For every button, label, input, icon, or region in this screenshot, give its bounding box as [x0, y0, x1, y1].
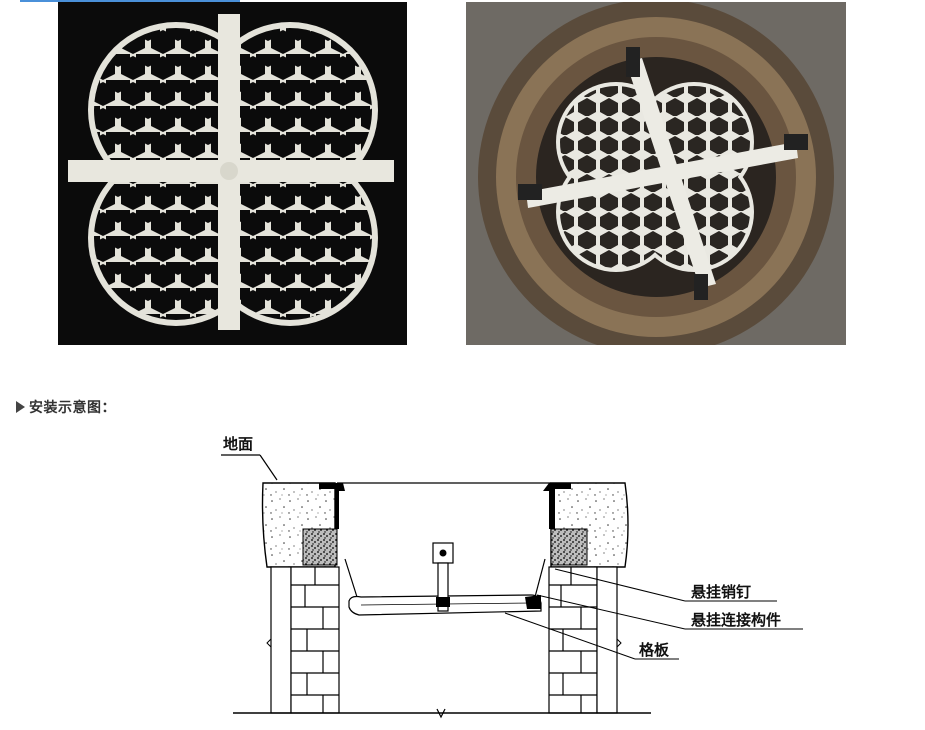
installation-diagram: 地面 — [215, 425, 815, 725]
label-hanger-pin: 悬挂销钉 — [691, 583, 751, 601]
label-ground: 地面 — [223, 435, 253, 453]
grid-plate-photo — [58, 2, 407, 345]
hex-grid-plate-icon — [58, 2, 407, 345]
right-concrete-slab — [543, 482, 629, 568]
top-accent-rule — [20, 0, 240, 2]
manhole-with-grid-icon — [466, 2, 846, 345]
section-heading-text: 安装示意图： — [29, 400, 116, 416]
left-brick-wall — [270, 566, 340, 714]
triangle-bullet-icon — [16, 401, 25, 413]
right-brick-wall — [548, 566, 618, 714]
left-concrete-slab — [261, 482, 345, 568]
label-grid-plate: 格板 — [639, 641, 670, 659]
label-connector: 悬挂连接构件 — [691, 611, 781, 629]
installed-grid-photo — [466, 2, 846, 345]
center-hanger — [432, 542, 454, 612]
section-heading: 安装示意图： — [16, 397, 116, 417]
